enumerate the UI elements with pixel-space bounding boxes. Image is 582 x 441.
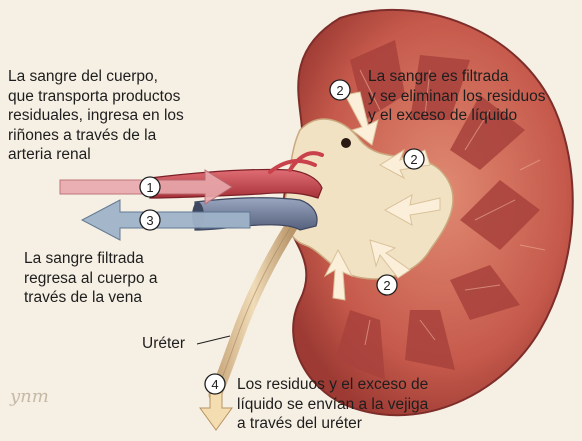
svg-text:3: 3 bbox=[146, 213, 153, 228]
step-2-badge: 2 bbox=[330, 80, 350, 100]
svg-text:1: 1 bbox=[146, 180, 153, 195]
step-2-badge: 2 bbox=[404, 149, 424, 169]
step-4-badge: 4 bbox=[205, 374, 225, 394]
label-blood-out: La sangre filtrada regresa al cuerpo a t… bbox=[24, 249, 204, 308]
svg-text:2: 2 bbox=[336, 83, 343, 98]
pelvis-dot bbox=[341, 138, 351, 148]
step-2-badge: 2 bbox=[377, 275, 397, 295]
label-filtered: La sangre es filtrada y se eliminan los … bbox=[368, 67, 578, 126]
step-1-badge: 1 bbox=[140, 177, 160, 197]
label-blood-in: La sangre del cuerpo, que transporta pro… bbox=[8, 67, 248, 165]
label-waste: Los residuos y el exceso de líquido se e… bbox=[237, 375, 467, 434]
artist-signature: ynm bbox=[9, 386, 49, 407]
label-ureter: Uréter bbox=[142, 334, 202, 354]
ureter-tube bbox=[215, 225, 292, 395]
svg-text:4: 4 bbox=[211, 377, 218, 392]
svg-text:2: 2 bbox=[383, 278, 390, 293]
arrow-down-icon bbox=[200, 390, 232, 430]
step-3-badge: 3 bbox=[140, 210, 160, 230]
svg-text:2: 2 bbox=[410, 152, 417, 167]
